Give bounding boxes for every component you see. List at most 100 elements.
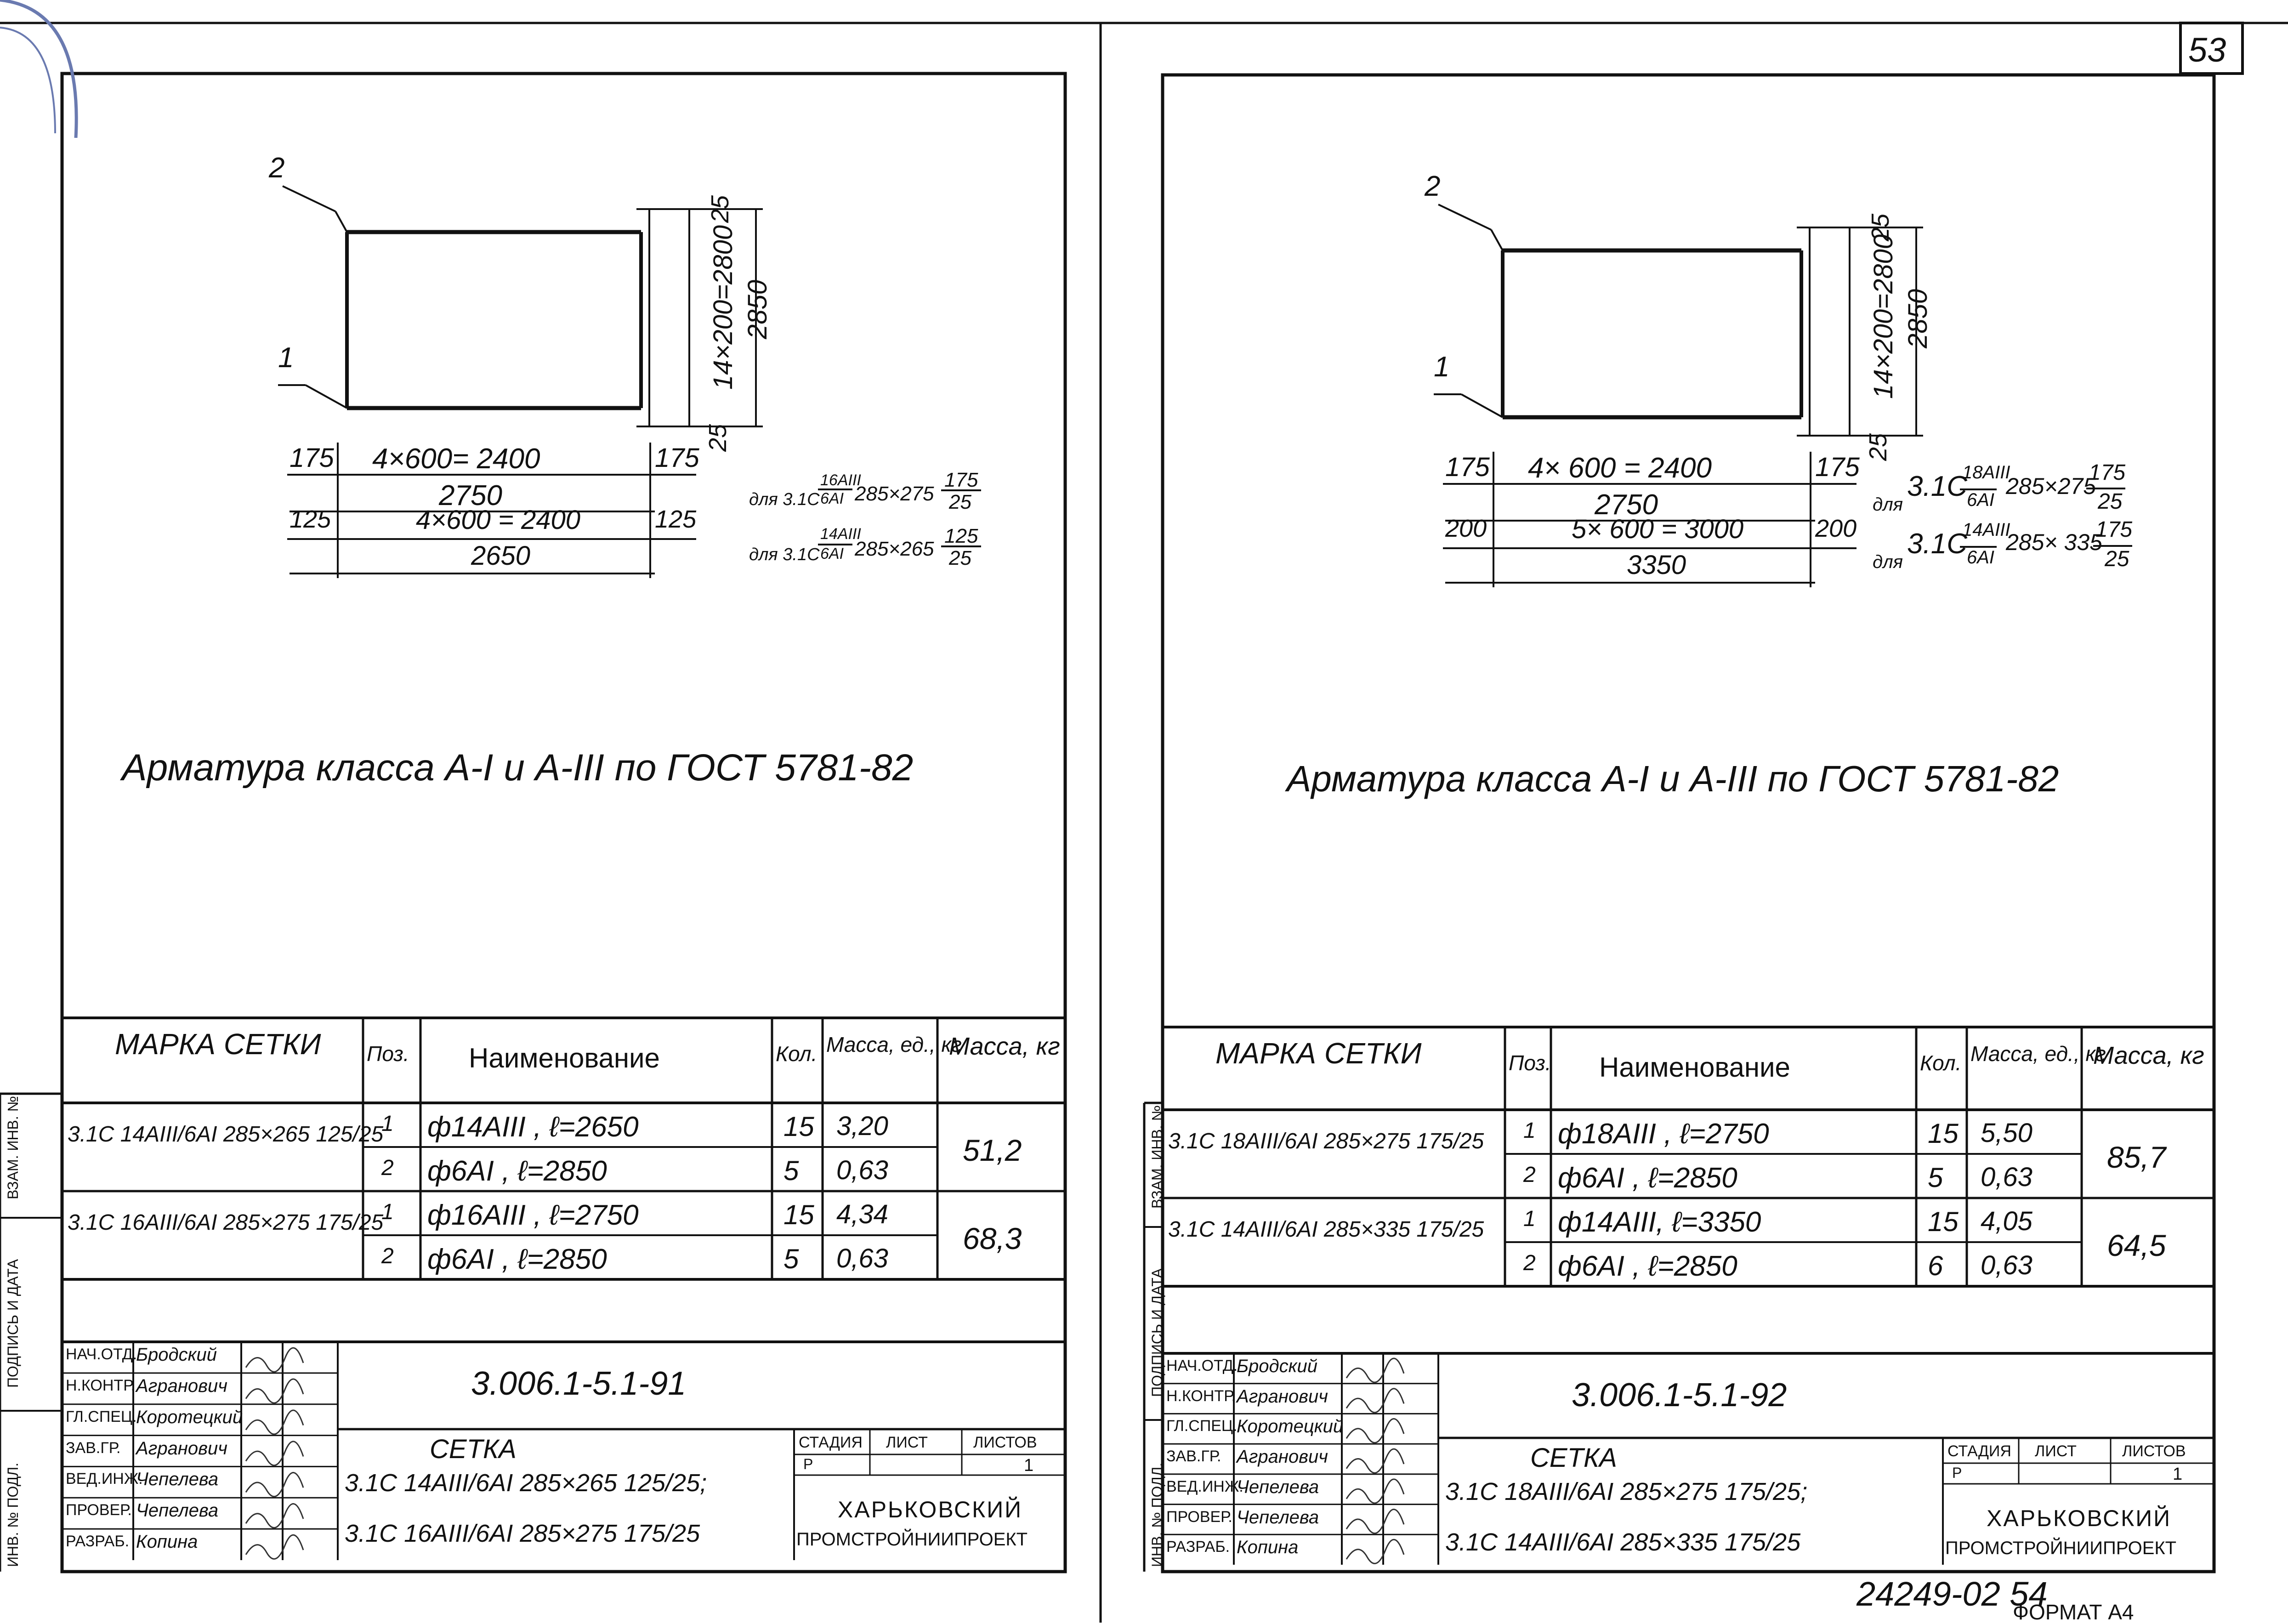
sheets-label: ЛИСТОВ <box>973 1434 1037 1451</box>
row-pos: 1 <box>1523 1207 1536 1231</box>
signer-1: Агранович <box>136 1375 227 1396</box>
item-line2: 3.1С 16AIII/6AI 285×275 175/25 <box>345 1520 700 1547</box>
leader-2 <box>1438 204 1492 231</box>
row-qty: 15 <box>783 1111 814 1142</box>
row-pos: 2 <box>1523 1251 1536 1275</box>
sheet-label: ЛИСТ <box>2035 1442 2077 1460</box>
role-1: Н.КОНТР. <box>66 1376 135 1394</box>
leader-1 <box>305 384 347 409</box>
sheets-value: 1 <box>1024 1456 1034 1475</box>
row-name: ф16AIII , ℓ=2750 <box>427 1199 639 1231</box>
role-5: ПРОВЕР. <box>66 1501 132 1519</box>
registration-stamp <box>0 0 78 138</box>
role-4: ВЕД.ИНЖ. <box>66 1470 143 1488</box>
signer-3: Агранович <box>136 1438 227 1459</box>
footer-code: 24249-02 54 <box>1857 1575 2048 1613</box>
signer-4: Чепелева <box>1237 1476 1319 1497</box>
role-2: ГЛ.СПЕЦ. <box>1166 1417 1238 1435</box>
row-name: ф14AIII , ℓ=2650 <box>427 1111 639 1143</box>
leader-2 <box>282 185 336 212</box>
rebar-note: Арматура класса А-I и А-III по ГОСТ 5781… <box>122 747 914 789</box>
row1-note-den: 6AI <box>820 490 844 507</box>
row-name: ф6AI , ℓ=2850 <box>427 1155 607 1187</box>
signature-mark <box>1346 1418 1405 1443</box>
row-mark: 3.1С 14AIII/6AI 285×335 175/25 <box>1168 1217 1484 1242</box>
sheets-label: ЛИСТОВ <box>2122 1442 2186 1460</box>
row-pos: 2 <box>381 1244 394 1268</box>
row-unit-mass: 3,20 <box>836 1111 888 1141</box>
signer-0: Бродский <box>1237 1356 1318 1376</box>
mark-1: 1 <box>1434 351 1450 383</box>
row-qty: 6 <box>1928 1250 1943 1281</box>
row-unit-mass: 0,63 <box>1981 1162 2033 1192</box>
row-name: ф6AI , ℓ=2850 <box>1558 1250 1737 1282</box>
dim-vertical-outer: 2850 <box>1903 289 1933 348</box>
signer-0: Бродский <box>136 1345 217 1365</box>
dim-top-25: 25 <box>706 195 734 223</box>
row2-note-frac-den: 25 <box>2105 547 2129 571</box>
signer-6: Копина <box>1237 1537 1299 1558</box>
row2-note-num: 14AIII <box>820 525 861 543</box>
row-mass: 51,2 <box>963 1133 1022 1167</box>
header-name: Наименование <box>1599 1052 1790 1083</box>
row-qty: 15 <box>1928 1206 1959 1237</box>
header-qty: Кол. <box>776 1042 818 1066</box>
header-unit-mass: Масса, ед., кг <box>826 1033 962 1056</box>
side-sign-date: ПОДПИСЬ И ДАТА <box>1149 1268 1165 1397</box>
row1-right-margin: 175 <box>1815 452 1860 482</box>
row2-note-frac-num: 125 <box>944 525 978 547</box>
role-0: НАЧ.ОТД. <box>66 1346 137 1363</box>
signer-5: Чепелева <box>1237 1507 1319 1527</box>
signature-mark <box>245 1534 304 1560</box>
mark-2: 2 <box>269 152 285 184</box>
row-pos: 2 <box>381 1156 394 1180</box>
header-mass: Масса, кг <box>2093 1042 2204 1069</box>
row1-note-prefix: для <box>1873 494 1903 515</box>
role-6: РАЗРАБ. <box>1166 1538 1230 1556</box>
leader-2 <box>335 211 348 233</box>
signature-mark <box>1346 1448 1405 1474</box>
signature-mark <box>1346 1357 1405 1383</box>
role-6: РАЗРАБ. <box>66 1533 130 1550</box>
row1-total: 2750 <box>439 480 502 511</box>
row2-note-size: 285× 335 <box>2006 529 2102 555</box>
side-inv-podl: ИНВ. № ПОДЛ. <box>5 1462 21 1567</box>
row2-note-den: 6AI <box>820 545 844 562</box>
signature-mark <box>245 1378 304 1404</box>
mark-1: 1 <box>278 342 294 374</box>
item-line1: 3.1С 18AIII/6AI 285×275 175/25; <box>1445 1478 1808 1505</box>
row1-note-frac-num: 175 <box>2089 460 2126 485</box>
row1-note-frac-num: 175 <box>944 469 978 491</box>
row2-note-frac-den: 25 <box>949 547 971 569</box>
row1-note-mark: 3.1С <box>1907 471 1967 502</box>
signature-mark <box>245 1347 304 1373</box>
org-line2: ПРОМСТРОЙНИИПРОЕКТ <box>1945 1538 2177 1558</box>
row-unit-mass: 0,63 <box>836 1155 888 1185</box>
stage-value: Р <box>803 1456 813 1472</box>
signature-mark <box>1346 1509 1405 1534</box>
row-pos: 2 <box>1523 1163 1536 1187</box>
side-sign-date: ПОДПИСЬ И ДАТА <box>5 1259 21 1388</box>
signer-2: Коротецкий <box>1237 1416 1344 1437</box>
row1-note-prefix: для 3.1С <box>749 490 820 509</box>
stage-label: СТАДИЯ <box>1947 1442 2011 1460</box>
signer-4: Чепелева <box>136 1469 219 1490</box>
row-qty: 5 <box>783 1155 799 1186</box>
org-line1: ХАРЬКОВСКИЙ <box>1987 1505 2172 1531</box>
signer-2: Коротецкий <box>136 1407 243 1427</box>
role-3: ЗАВ.ГР. <box>1166 1448 1221 1465</box>
row1-note-frac-den: 25 <box>949 491 971 513</box>
row-name: ф14AIII, ℓ=3350 <box>1558 1206 1761 1238</box>
dim-vertical-inner: 14×200=2800 <box>708 225 738 390</box>
row2-note-den: 6AI <box>1967 547 1995 568</box>
row-unit-mass: 0,63 <box>836 1244 888 1273</box>
header-name: Наименование <box>469 1043 660 1073</box>
format-label: ФОРМАТ А4 <box>2013 1600 2134 1624</box>
row-mark: 3.1С 14AIII/6AI 285×265 125/25 <box>68 1122 384 1147</box>
row-name: ф6AI , ℓ=2850 <box>427 1244 607 1275</box>
row-qty: 5 <box>783 1244 799 1274</box>
sheet-label: ЛИСТ <box>886 1434 928 1451</box>
org-line1: ХАРЬКОВСКИЙ <box>838 1497 1023 1522</box>
row2-note-mark: 3.1С <box>1907 528 1967 560</box>
